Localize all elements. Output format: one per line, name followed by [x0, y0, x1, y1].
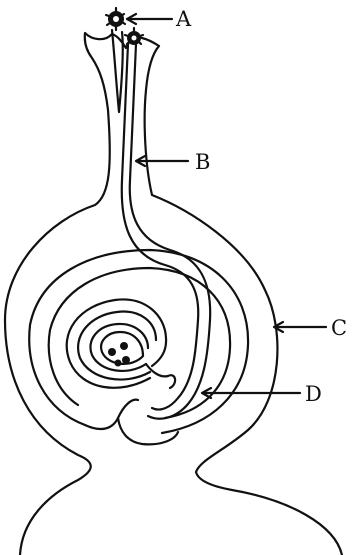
label-b: B [195, 150, 210, 174]
pistil-outline [5, 33, 342, 555]
micropyle-lip [146, 364, 175, 388]
label-c-arrow [274, 322, 326, 332]
label-a-arrow [127, 14, 172, 24]
pollen-grain-b [125, 28, 143, 45]
label-a: A [175, 7, 192, 31]
nucleus-1 [108, 348, 116, 356]
pollen-grain-a [106, 8, 125, 30]
nucleus-4 [115, 360, 122, 367]
label-d: D [305, 382, 322, 406]
nucleus-3 [122, 356, 130, 364]
label-c: C [331, 316, 347, 340]
ovule-base [85, 400, 138, 429]
label-b-arrow [136, 156, 188, 166]
pollen-tube-long-right [130, 44, 210, 419]
nucleus-2 [120, 342, 128, 350]
